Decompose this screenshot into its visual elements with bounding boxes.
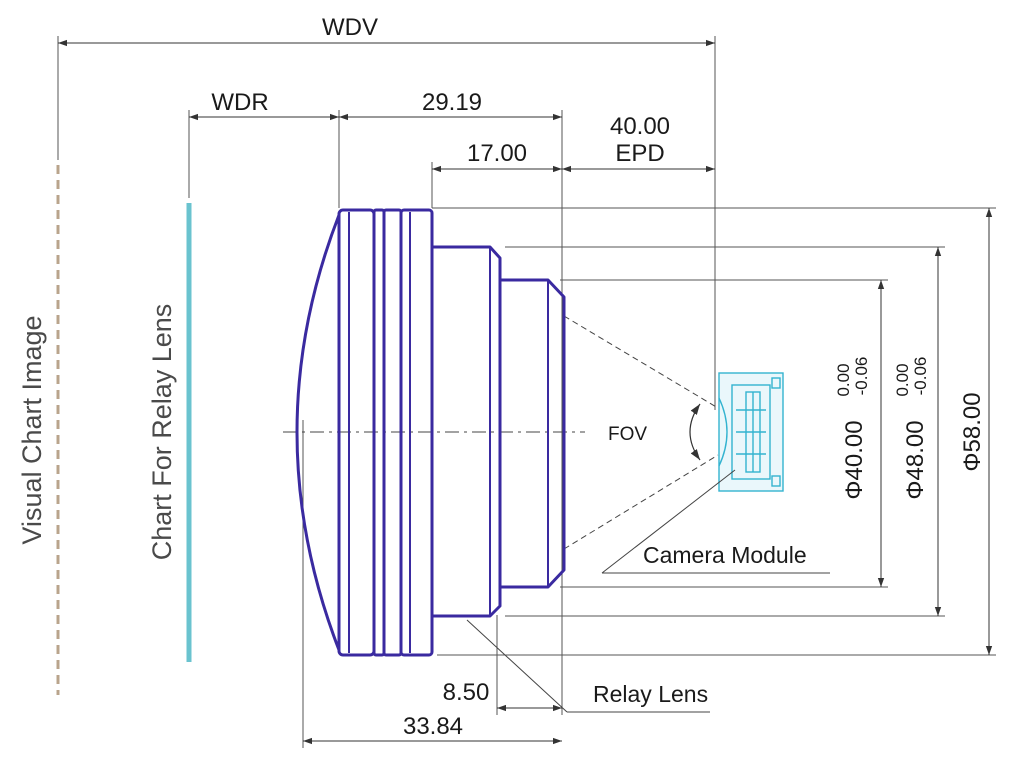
dim-8-50: 8.50	[443, 679, 490, 706]
relay-chart-label: Chart For Relay Lens	[147, 304, 177, 561]
dim-dia-58: Φ58.00	[959, 392, 986, 471]
dim-29-19: 29.19	[422, 89, 482, 116]
dim-dia-48-tol-lower: -0.06	[911, 357, 930, 396]
camera-module	[718, 372, 784, 492]
dim-33-84: 33.84	[403, 713, 463, 740]
relay-lens-label: Relay Lens	[593, 681, 708, 707]
dim-dia-40: Φ40.00	[841, 420, 868, 499]
dim-wdv: WDV	[322, 14, 378, 41]
dim-dia-48-tol-upper: 0.00	[893, 363, 912, 396]
dim-dia-40-tol-lower: -0.06	[852, 357, 871, 396]
dim-wdr: WDR	[211, 89, 268, 116]
dim-dia-48: Φ48.00	[902, 420, 929, 499]
dim-17-00: 17.00	[467, 140, 527, 167]
dim-40-00-epd: 40.00	[610, 113, 670, 140]
leader-lines	[466, 469, 830, 713]
dim-epd: EPD	[615, 140, 664, 167]
relay-lens-body	[295, 208, 566, 657]
camera-module-label: Camera Module	[643, 542, 807, 568]
extension-lines	[57, 36, 996, 748]
fov-arc	[689, 403, 701, 461]
fov-lines	[563, 315, 719, 550]
dimension-lines	[58, 39, 993, 745]
fov-label: FOV	[608, 424, 647, 445]
dim-dia-40-tol-upper: 0.00	[834, 363, 853, 396]
visual-chart-label: Visual Chart Image	[17, 315, 47, 544]
